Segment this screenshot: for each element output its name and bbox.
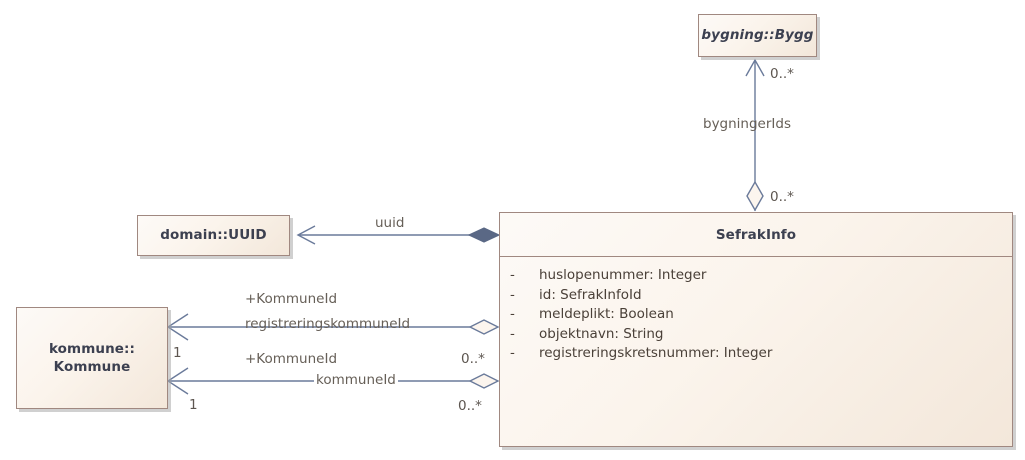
class-attributes-sefrakinfo: - huslopenummer: Integer - id: SefrakInfoId… bbox=[500, 257, 1012, 364]
class-name-kommune-kommune: kommune:: Kommune bbox=[35, 340, 149, 376]
class-name-bygning-bygg: bygning::Bygg bbox=[701, 27, 814, 44]
attribute-text: id: SefrakInfoId bbox=[539, 286, 642, 303]
association-registreringskommuneId[interactable] bbox=[166, 313, 500, 341]
attribute-row: - huslopenummer: Integer bbox=[500, 266, 1012, 286]
composition-diamond-icon bbox=[467, 227, 501, 243]
attribute-text: registreringskretsnummer: Integer bbox=[539, 345, 773, 362]
role-label-uuid: uuid bbox=[375, 215, 405, 231]
attribute-visibility: - bbox=[510, 267, 515, 283]
role-label-kommuneId: kommuneId bbox=[314, 372, 398, 388]
multiplicity-kommuneId-kommune-end: 1 bbox=[189, 397, 198, 413]
attribute-row: - objektnavn: String bbox=[500, 325, 1012, 345]
multiplicity-registreringskommuneId-kommune-end: 1 bbox=[173, 345, 182, 361]
class-box-kommune-kommune[interactable]: kommune:: Kommune bbox=[16, 307, 168, 409]
class-name-domain-uuid: domain::UUID bbox=[160, 227, 267, 244]
attribute-text: huslopenummer: Integer bbox=[539, 267, 707, 283]
attribute-visibility: - bbox=[510, 345, 515, 362]
attribute-row: - registreringskretsnummer: Integer bbox=[500, 344, 1012, 364]
association-bygningerIds[interactable] bbox=[745, 58, 765, 212]
role-label-registreringskommuneId: registreringskommuneId bbox=[245, 316, 411, 332]
class-name-sefrakinfo: SefrakInfo bbox=[715, 226, 797, 243]
attribute-visibility: - bbox=[510, 286, 515, 303]
multiplicity-registreringskommuneId-sefrakinfo-end: 0..* bbox=[461, 351, 485, 367]
attribute-row: - meldeplikt: Boolean bbox=[500, 305, 1012, 325]
open-arrow-icon bbox=[166, 313, 189, 341]
attribute-visibility: - bbox=[510, 306, 515, 323]
attribute-text: objektnavn: String bbox=[539, 325, 664, 342]
multiplicity-bygg-end: 0..* bbox=[770, 66, 794, 82]
class-box-bygning-bygg[interactable]: bygning::Bygg bbox=[698, 14, 817, 57]
attribute-visibility: - bbox=[510, 325, 515, 342]
aggregation-diamond-icon bbox=[468, 319, 500, 335]
qualifier-label-registreringskommuneId: +KommuneId bbox=[245, 291, 338, 307]
open-arrow-icon bbox=[745, 58, 765, 77]
class-box-sefrakinfo[interactable]: SefrakInfo - huslopenummer: Integer - id: S… bbox=[499, 212, 1013, 447]
open-arrow-icon bbox=[166, 367, 189, 395]
class-box-domain-uuid[interactable]: domain::UUID bbox=[137, 215, 290, 256]
aggregation-diamond-icon bbox=[746, 180, 764, 212]
class-name-kommune-line2: Kommune bbox=[53, 359, 131, 375]
role-label-bygningerIds: bygningerIds bbox=[703, 116, 792, 132]
aggregation-diamond-icon bbox=[468, 373, 500, 389]
class-name-kommune-line1: kommune:: bbox=[48, 340, 136, 357]
attribute-row: - id: SefrakInfoId bbox=[500, 286, 1012, 306]
multiplicity-kommuneId-sefrakinfo-end: 0..* bbox=[458, 398, 482, 414]
open-arrow-icon bbox=[296, 225, 316, 245]
qualifier-label-kommuneId: +KommuneId bbox=[245, 351, 338, 367]
class-header-sefrakinfo: SefrakInfo bbox=[500, 213, 1012, 257]
association-uuid[interactable] bbox=[296, 225, 501, 245]
multiplicity-bygningerIds-sefrakinfo-end: 0..* bbox=[770, 189, 794, 205]
attribute-text: meldeplikt: Boolean bbox=[539, 306, 674, 323]
